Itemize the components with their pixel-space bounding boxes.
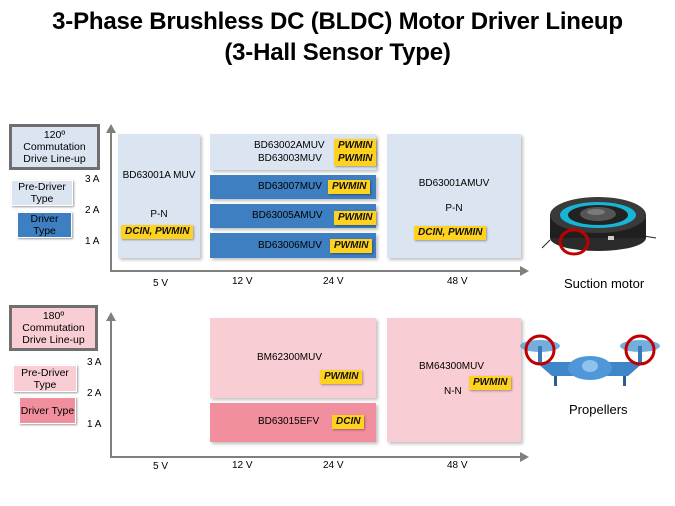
legend-driver-blue: Driver Type: [17, 212, 72, 238]
application-suction-motor: Suction motor: [564, 276, 645, 291]
x-tick-180-48v: 48 V: [447, 460, 468, 471]
product-bd63001amuv: BD63001AMUV P-N DCIN, PWMIN: [387, 134, 521, 258]
product-bd63006muv: BD63006MUV PWMIN: [210, 233, 376, 258]
x-tick-120-12v: 12 V: [232, 276, 253, 287]
y-tick-120-3a: 3 A: [85, 174, 100, 185]
section-180-label-text: 180º Commutation Drive Line-up: [22, 310, 85, 346]
x-axis-180: [110, 456, 522, 458]
product-tag-bd63002: PWMIN: [334, 139, 377, 153]
legend-driver-pink: Driver Type: [19, 397, 76, 424]
y-tick-180-3a: 3 A: [87, 357, 102, 368]
product-tag: DCIN: [332, 415, 365, 429]
y-tick-180-2a: 2 A: [87, 388, 102, 399]
product-name: BM62300MUV: [257, 352, 323, 363]
legend-pre-driver-text: Pre-Driver Type: [21, 366, 69, 391]
product-config: P-N: [150, 209, 168, 220]
application-propellers: Propellers: [569, 402, 628, 417]
y-axis-arrow-180: [106, 312, 116, 321]
legend-pre-driver-pink: Pre-Driver Type: [13, 365, 77, 392]
product-tag: PWMIN: [330, 239, 373, 253]
product-tag: DCIN, PWMIN: [121, 225, 194, 239]
section-120-label: 120º Commutation Drive Line-up: [9, 124, 100, 170]
x-tick-180-24v: 24 V: [323, 460, 344, 471]
product-tag: PWMIN: [334, 211, 377, 225]
legend-driver-text: Driver Type: [30, 213, 59, 237]
product-tag: DCIN, PWMIN: [414, 226, 487, 240]
product-name: BM64300MUV: [419, 361, 485, 372]
product-bd63007muv: BD63007MUV PWMIN: [210, 175, 376, 199]
product-bd63005amuv: BD63005AMUV PWMIN: [210, 204, 377, 228]
legend-driver-text: Driver Type: [20, 404, 75, 417]
product-name-bd63002: BD63002AMUV: [254, 140, 325, 151]
product-tag: PWMIN: [328, 180, 371, 194]
y-tick-120-2a: 2 A: [85, 205, 100, 216]
robot-vacuum-icon: [540, 190, 660, 260]
x-tick-120-5v: 5 V: [153, 278, 169, 289]
product-name: BD63001AMUV: [418, 178, 490, 189]
product-bd63015efv: BD63015EFV DCIN: [210, 403, 376, 442]
product-name: BD63005AMUV: [252, 210, 323, 221]
x-axis-arrow-120: [520, 266, 529, 276]
x-axis-120: [110, 270, 522, 272]
section-120-label-text: 120º Commutation Drive Line-up: [23, 129, 86, 165]
drone-icon: [518, 326, 674, 392]
title-line-2: (3-Hall Sensor Type): [224, 39, 451, 66]
y-axis-180: [110, 320, 112, 458]
product-bm62300muv: BM62300MUV PWMIN: [210, 318, 376, 398]
product-name: BD63007MUV: [258, 181, 322, 192]
product-bd63002-bd63003: BD63002AMUV BD63003MUV PWMIN PWMIN: [210, 134, 377, 170]
x-tick-180-12v: 12 V: [232, 460, 253, 471]
product-name: BD63001A MUV: [122, 170, 196, 181]
product-name-bd63003: BD63003MUV: [258, 153, 322, 164]
legend-pre-driver-text: Pre-Driver Type: [18, 181, 66, 205]
product-tag-bd63003: PWMIN: [334, 152, 377, 166]
x-tick-180-5v: 5 V: [153, 461, 169, 472]
x-axis-arrow-180: [520, 452, 529, 462]
x-tick-120-24v: 24 V: [323, 276, 344, 287]
title-line-1: 3-Phase Brushless DC (BLDC) Motor Driver…: [52, 8, 623, 35]
product-config: P-N: [445, 203, 463, 214]
product-name: BD63006MUV: [258, 240, 322, 251]
x-tick-120-48v: 48 V: [447, 276, 468, 287]
product-tag: PWMIN: [320, 370, 363, 384]
y-axis-120: [110, 132, 112, 272]
product-name: BD63015EFV: [258, 416, 320, 427]
legend-pre-driver-blue: Pre-Driver Type: [11, 180, 73, 206]
page-title: 3-Phase Brushless DC (BLDC) Motor Driver…: [0, 6, 675, 68]
product-tag: PWMIN: [469, 376, 512, 390]
y-tick-120-1a: 1 A: [85, 236, 100, 247]
product-bm64300muv: BM64300MUV N-N PWMIN: [387, 318, 521, 442]
product-bd63001a-muv: BD63001A MUV P-N DCIN, PWMIN: [118, 134, 200, 258]
y-axis-arrow-120: [106, 124, 116, 133]
y-tick-180-1a: 1 A: [87, 419, 102, 430]
section-180-label: 180º Commutation Drive Line-up: [9, 305, 98, 351]
product-config: N-N: [444, 386, 462, 397]
